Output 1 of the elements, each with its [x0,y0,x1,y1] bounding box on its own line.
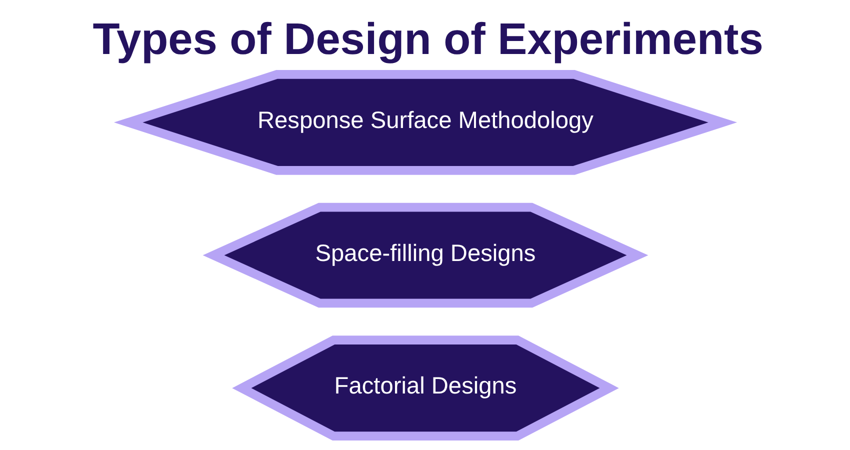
diagram-title: Types of Design of Experiments [92,14,763,64]
